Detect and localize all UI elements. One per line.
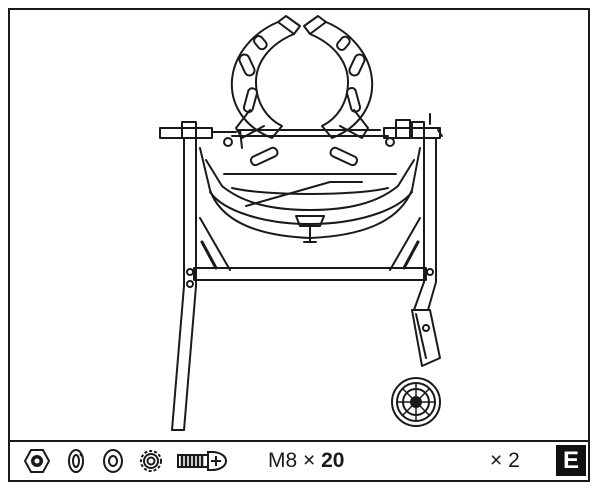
hardware-size-length: 20 [321,449,345,472]
mixer-assembly-illustration [159,15,443,431]
left-leg [171,137,197,431]
hardware-strip: M8 × 20 × 2 E [10,440,588,480]
bolt-icon [177,451,228,471]
hardware-quantity: × 2 [490,449,520,472]
spring-washer-icon [68,449,84,473]
nut-icon [24,449,50,473]
drum-ring-right [303,15,374,167]
hardware-size-label: M8 × 20 [268,448,344,474]
right-leg [413,137,437,311]
flat-washer-icon [103,449,123,473]
wheel [391,377,441,427]
drum-bowl [199,129,421,271]
drum-ring-left [230,15,301,167]
hardware-size-prefix: M8 × [268,449,322,472]
wheel-arm [411,309,441,367]
step-letter-badge: E [556,445,586,476]
cross-bar [193,267,427,281]
instruction-panel: M8 × 20 × 2 E [8,8,590,482]
top-frame-bar [159,113,443,147]
toothed-washer-icon [140,450,162,472]
